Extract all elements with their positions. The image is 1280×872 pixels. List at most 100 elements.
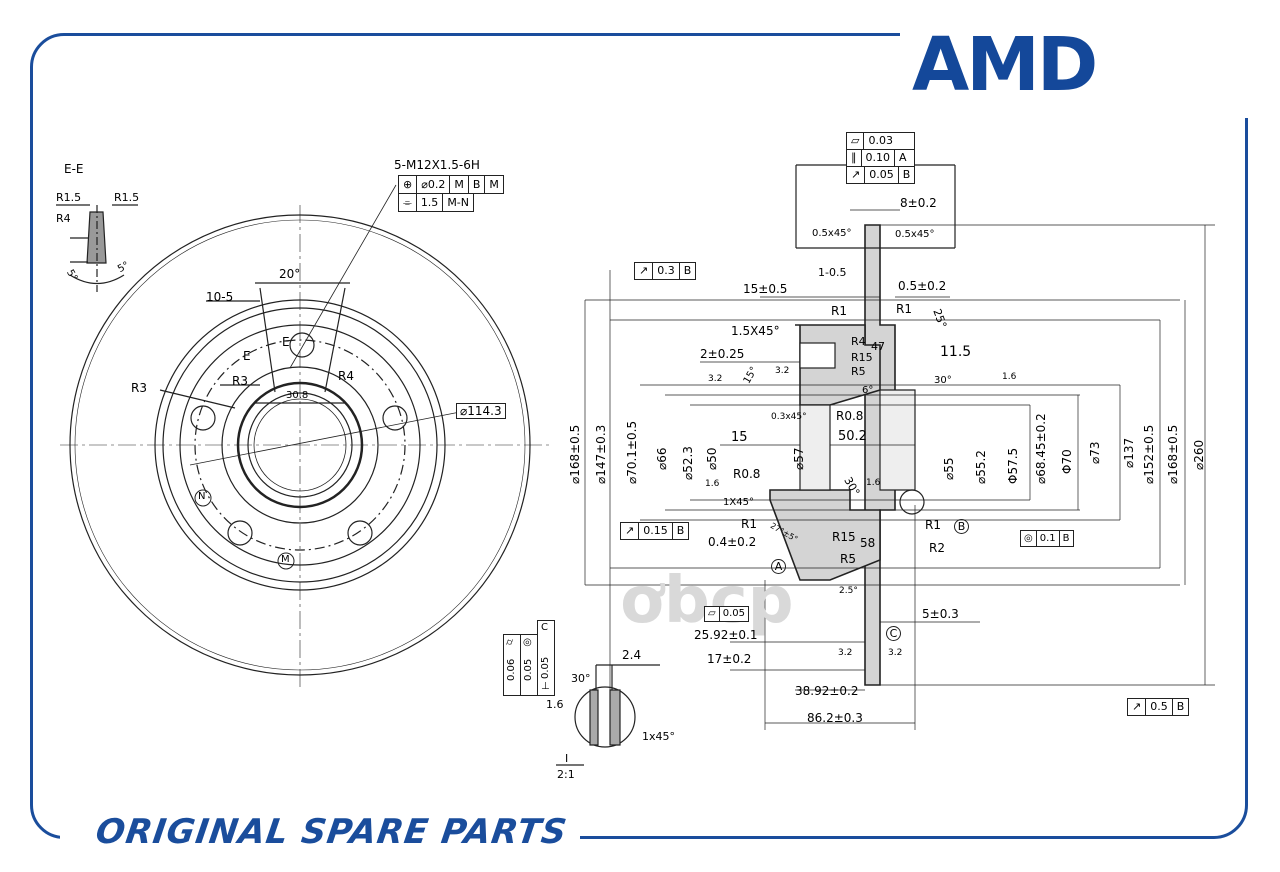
dim-h-10: 15 xyxy=(731,430,748,445)
dim-v-14: ⌀152±0.5 xyxy=(1142,424,1156,484)
dim-v-8: ⌀55.2 xyxy=(974,450,988,484)
roughness-5: 3.2 xyxy=(838,648,853,658)
concentricity-icon: ◎ xyxy=(523,637,532,648)
dim-v-7: ⌀55 xyxy=(942,457,956,481)
parallel-icon: ∥ xyxy=(847,150,862,166)
detail-roughness: 1.6 xyxy=(546,698,564,711)
dim-v-16: ⌀260 xyxy=(1192,439,1206,470)
dim-v-6: ⌀57 xyxy=(792,447,806,471)
datum-b: B xyxy=(954,519,969,534)
radius-2: R4 xyxy=(851,335,866,348)
dim-h-16: 38.92±0.2 xyxy=(795,684,859,698)
section-mark-2: E xyxy=(282,335,290,349)
radius-10: R1 xyxy=(925,518,941,532)
dim-h-2: 0.5x45° xyxy=(895,229,935,240)
section-view xyxy=(584,164,1215,730)
top-tolerance-frames: ▱ 0.03 ∥ 0.10 A ↗ 0.05 B xyxy=(846,132,916,184)
radius-9: R5 xyxy=(840,552,856,566)
position-tol: ⌀0.2 xyxy=(417,176,451,193)
angle-3: 30° xyxy=(934,375,952,386)
front-radius-1: R3 xyxy=(131,381,147,395)
dim-v-10: ⌀68.45±0.2 xyxy=(1034,413,1048,484)
dim-h-14: 25.92±0.1 xyxy=(694,628,758,642)
flatness-value: 0.03 xyxy=(868,134,893,147)
dim-v-4: ⌀52.3 xyxy=(681,446,695,480)
dim-h-5: 0.5±0.2 xyxy=(898,279,947,293)
runout-frame: ↗ 0.05 B xyxy=(846,167,916,184)
runout-left-frame: ↗ 0.3 B xyxy=(634,262,697,280)
parallel-frame: ∥ 0.10 A xyxy=(846,150,916,167)
position-icon: ⊕ xyxy=(399,176,418,193)
runout-mid-datum: B xyxy=(676,524,685,537)
section-ee-label: E-E xyxy=(64,162,84,176)
runout-bottom-frame: ↗ 0.5 B xyxy=(1127,698,1190,716)
runout-mid-value: 0.15 xyxy=(639,523,673,539)
runout-datum: B xyxy=(902,168,911,181)
dim-h-11: 50.2 xyxy=(838,429,867,444)
symmetry-tol: 1.5 xyxy=(417,194,444,211)
concentricity-frame: ◎ 0.05 xyxy=(520,634,538,696)
front-radius-2: R3 xyxy=(232,374,248,388)
detail-label: I xyxy=(565,752,569,765)
bolt-circle xyxy=(194,339,406,551)
flatness-bottom-value: 0.05 xyxy=(722,608,745,619)
flatness-bottom-icon: ▱ xyxy=(705,607,720,621)
dim-h-0: 8±0.2 xyxy=(900,196,937,210)
bolt-hole-bottom-left xyxy=(227,520,253,546)
dim-h-3: 1-0.5 xyxy=(818,266,847,279)
parallel-value: 0.10 xyxy=(862,150,895,166)
cylindricity-frame: ⌭ 0.06 xyxy=(503,634,521,696)
dim-v-1: ⌀147±0.3 xyxy=(594,424,608,484)
dim-v-2: ⌀70.1±0.5 xyxy=(625,420,639,484)
ee-radius-2: R1.5 xyxy=(114,191,140,204)
cylindricity-icon: ⌭ xyxy=(506,637,514,648)
marker-m: M xyxy=(281,554,290,565)
radius-11: R2 xyxy=(929,541,945,555)
runout-icon: ↗ xyxy=(847,167,866,183)
runout-left-icon: ↗ xyxy=(635,263,654,279)
dim-h-7: 2±0.25 xyxy=(700,347,745,361)
bolt-spec: 5-M12X1.5-6H xyxy=(394,158,480,172)
dim-h-6: 1.5X45° xyxy=(731,324,780,338)
footer-backdrop xyxy=(60,815,580,857)
ee-radius-1: R1.5 xyxy=(56,191,82,204)
dim-h-19: 2.4 xyxy=(622,648,642,662)
slot-dim: 10-5 xyxy=(206,290,234,304)
bolt-hole-bottom-right xyxy=(347,520,373,546)
dim-v-15: ⌀168±0.5 xyxy=(1166,424,1180,484)
angle-20: 20° xyxy=(279,267,301,281)
dim-v-5: ⌀50 xyxy=(705,447,719,471)
detail-i xyxy=(556,664,660,766)
center-bore-dim: 30.8 xyxy=(286,390,309,401)
radius-6: R0.8 xyxy=(733,467,761,481)
dim-h-9: 0.3x45° xyxy=(771,412,807,422)
runout-left-datum: B xyxy=(683,264,692,277)
flatness-frame: ▱ 0.03 xyxy=(846,132,916,150)
datum-a: A xyxy=(771,559,786,574)
concentric-frame: ◎ 0.1 B xyxy=(1020,530,1074,547)
dim-h-18: 5±0.3 xyxy=(922,607,959,621)
dim-h-20: 1x45° xyxy=(642,730,676,743)
perpendicular-frame: C 0.05 ⊥ xyxy=(537,620,555,696)
perpendicular-value: 0.05 xyxy=(540,656,551,679)
dim-h-12: 1X45° xyxy=(723,497,754,508)
runout-bottom-icon: ↗ xyxy=(1128,699,1147,715)
runout-value: 0.05 xyxy=(865,167,899,183)
front-view xyxy=(60,184,550,690)
dim-h-4: 15±0.5 xyxy=(743,282,788,296)
position-frame: ⊕ ⌀0.2 M B M xyxy=(398,175,504,194)
datum-c: C xyxy=(886,626,901,641)
drawing-frame xyxy=(30,33,1248,839)
dim-v-0: ⌀168±0.5 xyxy=(568,424,582,484)
cylindricity-value: 0.06 xyxy=(506,658,517,681)
dim-v-12: ⌀73 xyxy=(1088,441,1102,465)
hole-circle-dim: ⌀114.3 xyxy=(456,403,506,419)
radius-5: R0.8 xyxy=(836,409,864,423)
flatness-bottom-frame: ▱ 0.05 xyxy=(704,606,749,622)
perpendicular-icon: ⊥ xyxy=(541,681,550,692)
radius-7: R1 xyxy=(741,517,757,531)
runout-left-value: 0.3 xyxy=(653,263,680,279)
misc-58: 58 xyxy=(860,536,876,550)
detail-scale: 2:1 xyxy=(557,768,575,781)
